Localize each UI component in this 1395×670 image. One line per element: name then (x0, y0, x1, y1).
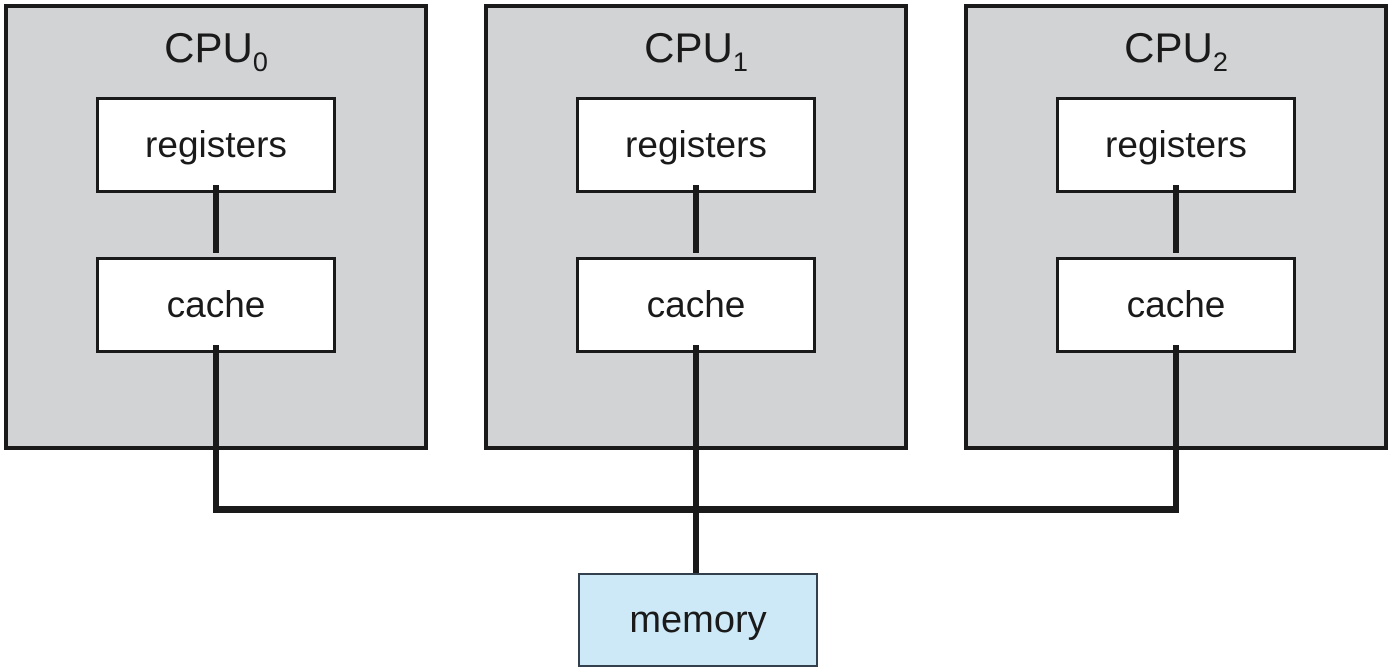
cpu0-cache-label: cache (166, 284, 266, 325)
cpu1-label-subscript: 1 (732, 47, 748, 77)
cpu2-registers-cache-connector (1173, 185, 1179, 253)
cpu2-cache-box: cache (1056, 257, 1296, 353)
cpu0-registers-label: registers (145, 124, 287, 165)
cpu1-cache-box: cache (576, 257, 816, 353)
cpu1-cache-memory-connector (693, 345, 699, 577)
cpu2-registers-box: registers (1056, 97, 1296, 193)
cpu0-label-subscript: 0 (252, 47, 268, 77)
cpu2-label-text: CPU (1124, 24, 1213, 71)
cpu2-cache-bus-connector (1173, 345, 1179, 513)
memory-label: memory (629, 598, 767, 641)
cpu1-label: CPU1 (488, 24, 904, 77)
system-bus-line (213, 506, 1179, 513)
cpu1-registers-label: registers (625, 124, 767, 165)
cpu2-registers-label: registers (1105, 124, 1247, 165)
memory-box: memory (578, 573, 818, 667)
cpu2-label: CPU2 (968, 24, 1384, 77)
cpu0-cache-bus-connector (213, 345, 219, 513)
cpu0-label: CPU0 (8, 24, 424, 77)
cpu0-registers-box: registers (96, 97, 336, 193)
cpu1-registers-box: registers (576, 97, 816, 193)
cpu2-label-subscript: 2 (1212, 47, 1228, 77)
cpu1-registers-cache-connector (693, 185, 699, 253)
cpu0-label-text: CPU (164, 24, 253, 71)
cpu0-registers-cache-connector (213, 185, 219, 253)
cpu0-cache-box: cache (96, 257, 336, 353)
cpu0-box: CPU0 registers cache (4, 4, 428, 450)
cpu1-cache-label: cache (646, 284, 746, 325)
cpu1-label-text: CPU (644, 24, 733, 71)
cpu2-cache-label: cache (1126, 284, 1226, 325)
